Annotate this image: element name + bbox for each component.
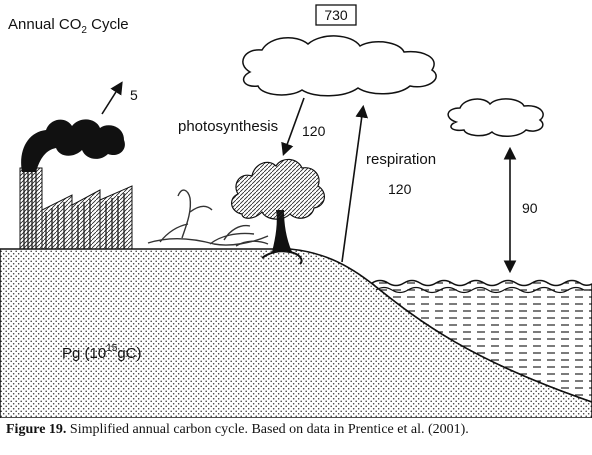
figure-caption: Figure 19. Simplified annual carbon cycl… bbox=[6, 422, 586, 438]
diagram-title: Annual CO2 Cycle bbox=[8, 16, 129, 36]
factory bbox=[19, 167, 133, 250]
ocean-cloud bbox=[447, 98, 544, 137]
respiration-value: 120 bbox=[388, 181, 412, 197]
photosynthesis-arrow bbox=[281, 97, 305, 157]
respiration-arrow bbox=[341, 104, 369, 263]
ocean-wave-line bbox=[375, 286, 592, 294]
respiration-label: respiration bbox=[366, 151, 436, 168]
photosynthesis-label: photosynthesis bbox=[178, 118, 278, 135]
emissions-arrow bbox=[101, 81, 123, 115]
figure-caption-label: Figure 19. bbox=[6, 422, 67, 437]
emissions-value: 5 bbox=[130, 87, 138, 103]
units-label: Pg (1015gC) bbox=[62, 343, 142, 362]
atmosphere-value-box bbox=[315, 4, 357, 26]
atmosphere-value: 730 bbox=[324, 7, 348, 23]
tree bbox=[231, 158, 325, 265]
ocean bbox=[370, 279, 592, 403]
photosynthesis-value: 120 bbox=[302, 123, 326, 139]
carbon-cycle-diagram: 730 Annual CO2 Cycle 5 photosynthesis 12… bbox=[0, 4, 592, 418]
fallen-branches bbox=[147, 189, 269, 247]
figure-caption-text: Simplified annual carbon cycle. Based on… bbox=[66, 422, 469, 437]
ocean-exchange-value: 90 bbox=[522, 200, 538, 216]
atmosphere-cloud bbox=[242, 35, 437, 97]
smoke-plume bbox=[21, 119, 125, 172]
